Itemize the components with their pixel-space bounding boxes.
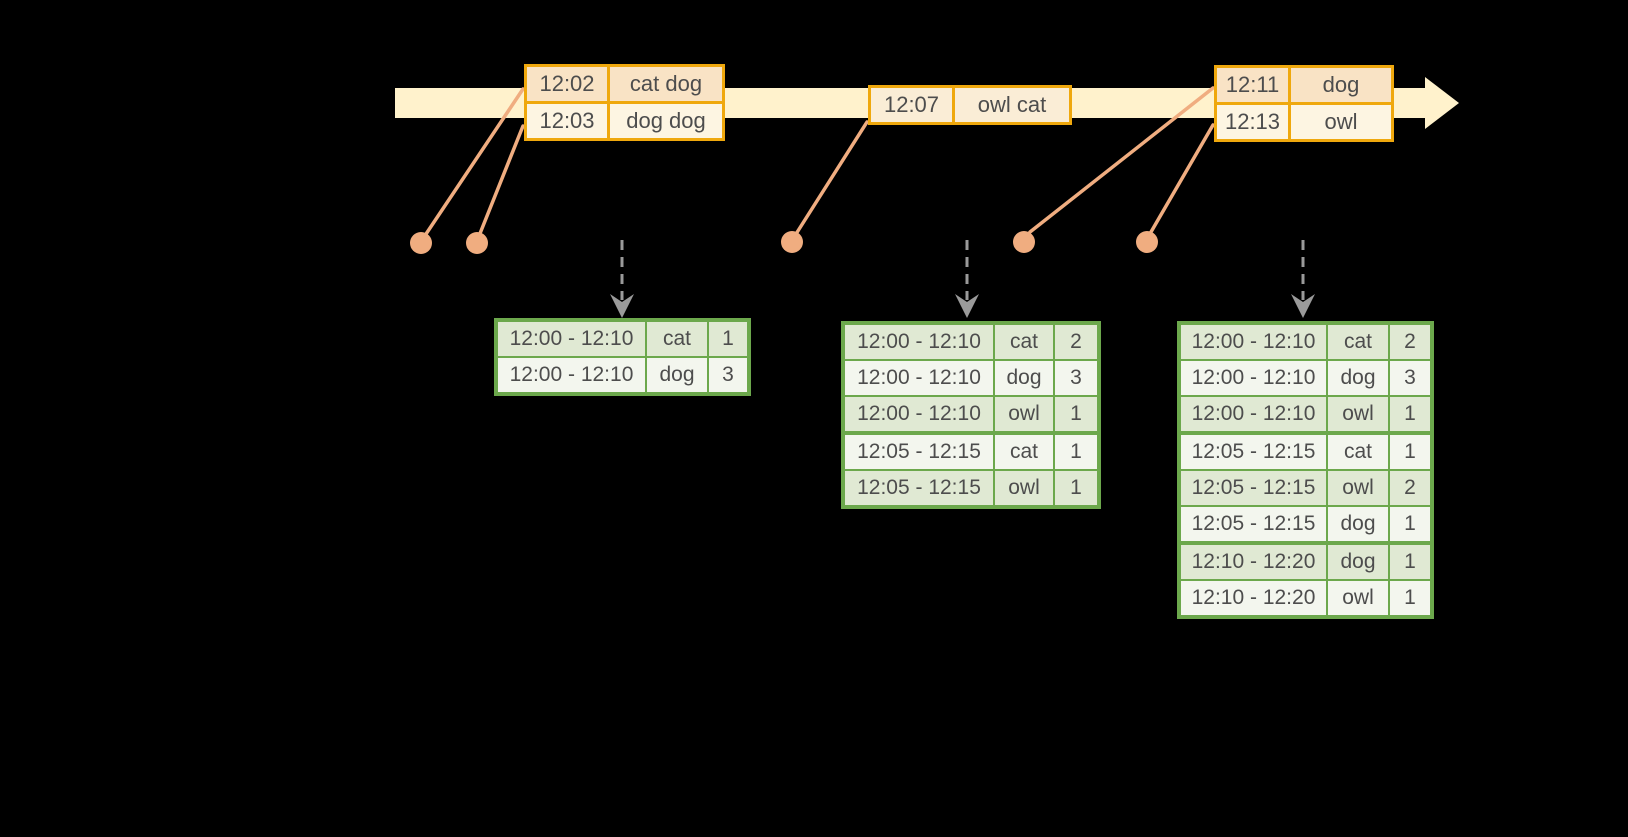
event-words: dog dog	[607, 101, 725, 141]
result-row: 12:05 - 12:15 dog 1	[1178, 505, 1433, 544]
event-dot	[466, 232, 488, 254]
result-row: 12:10 - 12:20 dog 1	[1178, 541, 1433, 581]
count-cell: 1	[1388, 541, 1433, 581]
event-dot	[1136, 231, 1158, 253]
window-cell: 12:00 - 12:10	[1178, 322, 1328, 361]
result-table: 12:00 - 12:10 cat 2 12:00 - 12:10 dog 3 …	[1177, 321, 1434, 619]
word-cell: cat	[645, 319, 709, 358]
result-table: 12:00 - 12:10 cat 1 12:00 - 12:10 dog 3	[494, 318, 751, 396]
result-row: 12:05 - 12:15 cat 1	[842, 431, 1100, 471]
result-row: 12:00 - 12:10 cat 2	[842, 322, 1100, 361]
event-time: 12:02	[524, 64, 610, 104]
event-time: 12:13	[1214, 102, 1291, 142]
word-cell: cat	[1326, 431, 1390, 471]
event-dot	[781, 231, 803, 253]
result-row: 12:00 - 12:10 dog 3	[842, 359, 1100, 397]
event-row: 12:03 dog dog	[524, 101, 725, 141]
result-row: 12:00 - 12:10 owl 1	[1178, 395, 1433, 434]
arrow-down-icon	[955, 294, 979, 318]
word-cell: owl	[993, 469, 1055, 508]
event-time: 12:11	[1214, 65, 1291, 105]
word-cell: owl	[1326, 469, 1390, 507]
arrow-down-icon	[1291, 294, 1315, 318]
window-cell: 12:05 - 12:15	[1178, 469, 1328, 507]
word-cell: dog	[1326, 541, 1390, 581]
connector-line	[477, 124, 525, 238]
word-cell: dog	[645, 356, 709, 395]
word-cell: owl	[993, 395, 1055, 434]
trigger-arrow	[610, 240, 634, 318]
window-cell: 12:10 - 12:20	[1178, 541, 1328, 581]
result-row: 12:05 - 12:15 cat 1	[1178, 431, 1433, 471]
event-table: 12:02 cat dog 12:03 dog dog	[524, 64, 725, 141]
count-cell: 2	[1053, 322, 1100, 361]
count-cell: 1	[1388, 505, 1433, 544]
count-cell: 2	[1388, 469, 1433, 507]
window-cell: 12:00 - 12:10	[842, 322, 995, 361]
window-cell: 12:05 - 12:15	[842, 431, 995, 471]
timeline-arrowhead-icon	[1425, 77, 1459, 129]
word-cell: cat	[993, 431, 1055, 471]
result-row: 12:05 - 12:15 owl 1	[842, 469, 1100, 508]
connector-line	[794, 120, 869, 236]
result-row: 12:00 - 12:10 dog 3	[1178, 359, 1433, 397]
trigger-arrow	[1291, 240, 1315, 318]
event-dot	[410, 232, 432, 254]
window-cell: 12:05 - 12:15	[1178, 431, 1328, 471]
count-cell: 1	[1053, 395, 1100, 434]
trigger-arrow	[955, 240, 979, 318]
result-row: 12:00 - 12:10 cat 1	[495, 319, 750, 358]
word-cell: dog	[1326, 505, 1390, 544]
event-row: 12:02 cat dog	[524, 64, 725, 104]
event-words: owl	[1288, 102, 1394, 142]
word-cell: dog	[1326, 359, 1390, 397]
window-cell: 12:00 - 12:10	[495, 356, 647, 395]
connector-line	[1149, 123, 1215, 234]
event-words: dog	[1288, 65, 1394, 105]
word-cell: cat	[993, 322, 1055, 361]
window-cell: 12:00 - 12:10	[1178, 395, 1328, 434]
result-row: 12:00 - 12:10 dog 3	[495, 356, 750, 395]
window-cell: 12:05 - 12:15	[842, 469, 995, 508]
event-row: 12:07 owl cat	[868, 85, 1072, 125]
count-cell: 3	[1053, 359, 1100, 397]
window-cell: 12:05 - 12:15	[1178, 505, 1328, 544]
event-row: 12:13 owl	[1214, 102, 1394, 142]
word-cell: owl	[1326, 395, 1390, 434]
event-words: owl cat	[952, 85, 1072, 125]
result-row: 12:05 - 12:15 owl 2	[1178, 469, 1433, 507]
event-row: 12:11 dog	[1214, 65, 1394, 105]
word-cell: owl	[1326, 579, 1390, 618]
arrow-down-icon	[610, 294, 634, 318]
connector-line	[1028, 86, 1215, 234]
count-cell: 2	[1388, 322, 1433, 361]
result-table: 12:00 - 12:10 cat 2 12:00 - 12:10 dog 3 …	[841, 321, 1101, 509]
window-cell: 12:00 - 12:10	[842, 359, 995, 397]
event-words: cat dog	[607, 64, 725, 104]
count-cell: 3	[1388, 359, 1433, 397]
count-cell: 1	[707, 319, 750, 358]
result-row: 12:00 - 12:10 owl 1	[842, 395, 1100, 434]
window-cell: 12:00 - 12:10	[1178, 359, 1328, 397]
count-cell: 3	[707, 356, 750, 395]
window-cell: 12:10 - 12:20	[1178, 579, 1328, 618]
event-time: 12:07	[868, 85, 955, 125]
event-dot	[1013, 231, 1035, 253]
event-time: 12:03	[524, 101, 610, 141]
window-cell: 12:00 - 12:10	[495, 319, 647, 358]
count-cell: 1	[1388, 579, 1433, 618]
event-table: 12:07 owl cat	[868, 85, 1072, 125]
connector-line	[422, 87, 525, 239]
result-row: 12:00 - 12:10 cat 2	[1178, 322, 1433, 361]
count-cell: 1	[1388, 431, 1433, 471]
word-cell: dog	[993, 359, 1055, 397]
count-cell: 1	[1388, 395, 1433, 434]
word-cell: cat	[1326, 322, 1390, 361]
result-row: 12:10 - 12:20 owl 1	[1178, 579, 1433, 618]
count-cell: 1	[1053, 431, 1100, 471]
window-cell: 12:00 - 12:10	[842, 395, 995, 434]
count-cell: 1	[1053, 469, 1100, 508]
event-table: 12:11 dog 12:13 owl	[1214, 65, 1394, 142]
